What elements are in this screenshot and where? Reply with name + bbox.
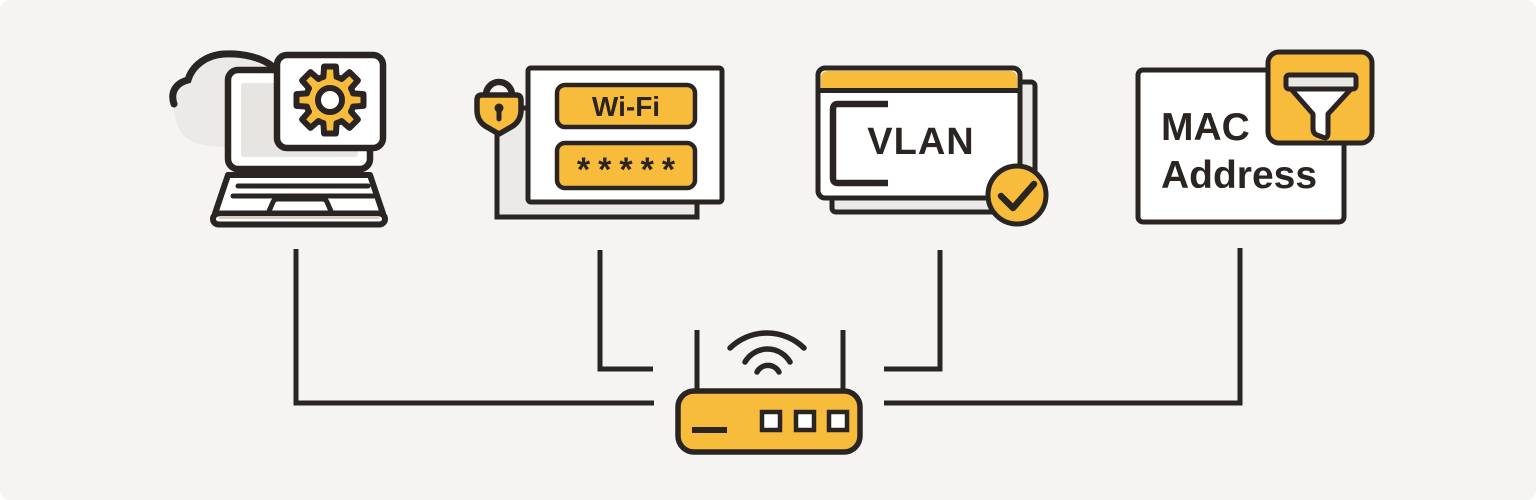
wifi-arc-outer — [727, 330, 807, 351]
browser-window-icon — [815, 65, 1023, 201]
router-node — [675, 330, 863, 455]
filter-rim — [1283, 72, 1359, 92]
mac-label-line1: MAC — [1161, 106, 1250, 149]
gear-hub — [315, 85, 345, 115]
connection-lines — [293, 248, 1243, 406]
laptop-settings-node — [169, 50, 388, 228]
password-field — [554, 140, 698, 191]
mac-label-line2: Address — [1161, 154, 1317, 197]
wifi-arc-inner — [754, 362, 782, 375]
check-icon — [997, 180, 1038, 212]
mac-address-node: MAC Address — [1135, 49, 1375, 225]
wifi-ssid-label: Wi-Fi — [592, 91, 660, 122]
router-port-3 — [826, 409, 850, 433]
router-port-1 — [759, 409, 783, 433]
connector-wifi-to-router — [597, 250, 653, 372]
trackpad — [265, 196, 335, 216]
wifi-signal-icon — [727, 330, 807, 375]
password-mask: ***** — [577, 151, 683, 189]
bracket — [829, 100, 888, 187]
filter-icon — [1288, 86, 1354, 141]
router-port-2 — [793, 409, 817, 433]
wifi-arc-middle — [742, 346, 793, 365]
browser-header — [821, 71, 1017, 91]
connector-vlan-to-router — [884, 250, 943, 372]
lock-shackle — [482, 78, 516, 98]
connector-mac-to-router — [884, 248, 1243, 406]
check-badge — [985, 163, 1049, 227]
vlan-label: VLAN — [867, 121, 974, 163]
cloud-outline — [169, 50, 276, 108]
wifi-password-node: Wi-Fi ***** — [474, 65, 725, 220]
vlan-node: VLAN — [815, 65, 1049, 227]
ssid-field — [554, 82, 698, 130]
connector-laptop-to-router — [293, 249, 654, 406]
